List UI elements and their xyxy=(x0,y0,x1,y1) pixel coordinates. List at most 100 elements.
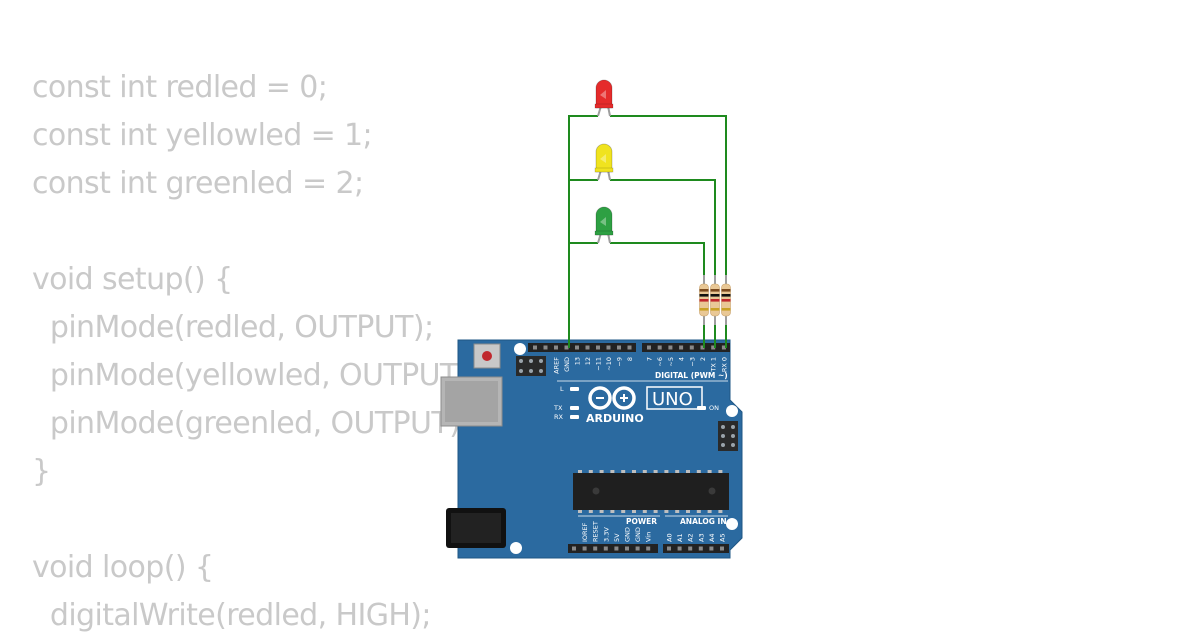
header-pin[interactable] xyxy=(625,546,629,551)
pin-label: A5 xyxy=(719,533,727,542)
power-header xyxy=(568,544,658,553)
pin-label: A2 xyxy=(687,533,695,542)
pin-label: ~9 xyxy=(616,357,624,367)
code-line: } xyxy=(32,454,51,489)
header-pin[interactable] xyxy=(667,546,671,551)
led-red[interactable] xyxy=(594,79,614,117)
pin-label: 7 xyxy=(646,357,654,361)
code-line: digitalWrite(redled, HIGH); xyxy=(32,598,432,633)
header-pin[interactable] xyxy=(679,345,684,350)
header-pin[interactable] xyxy=(711,345,716,350)
wire-yellow-led xyxy=(610,179,716,277)
code-line: pinMode(redled, OUTPUT); xyxy=(32,310,434,345)
led-yellow[interactable] xyxy=(594,143,614,181)
pin-label: RESET xyxy=(592,521,600,542)
resistor[interactable] xyxy=(721,275,731,325)
pin-label: 4 xyxy=(678,357,686,361)
header-pin[interactable] xyxy=(606,345,611,350)
reset-button[interactable] xyxy=(473,343,501,369)
header-pin[interactable] xyxy=(585,345,590,350)
pin-label: GND xyxy=(634,527,642,542)
header-pin[interactable] xyxy=(647,345,651,350)
arduino-logo xyxy=(588,386,636,410)
code-line: pinMode(yellowled, OUTPUT); xyxy=(32,358,479,393)
model-box xyxy=(646,386,703,410)
header-pin[interactable] xyxy=(596,345,600,350)
led-on-label: ON xyxy=(709,404,719,412)
header-pin[interactable] xyxy=(603,546,608,551)
pin-label: AREF xyxy=(553,357,561,374)
pin-label: ~11 xyxy=(595,357,603,371)
led-rx-label: RX xyxy=(554,413,564,421)
analog-header xyxy=(663,544,729,553)
code-line: void loop() { xyxy=(32,550,214,585)
header-pin[interactable] xyxy=(617,345,621,350)
header-pin[interactable] xyxy=(720,546,724,551)
wire-red-led xyxy=(610,115,727,277)
pin-label: 3.3V xyxy=(602,527,610,542)
gnd-wire xyxy=(568,115,598,348)
header-pin[interactable] xyxy=(721,345,726,350)
mounting-hole xyxy=(726,518,738,530)
leds xyxy=(594,79,614,244)
header-pin[interactable] xyxy=(533,345,537,350)
icsp-header-right xyxy=(718,421,738,451)
digital-header-label: DIGITAL (PWM ~) xyxy=(655,371,728,380)
code-line: const int yellowled = 1; xyxy=(32,118,373,153)
header-pin[interactable] xyxy=(700,345,705,350)
pin-label: 8 xyxy=(626,357,634,361)
led-l-label: L xyxy=(560,385,564,393)
header-pin[interactable] xyxy=(554,345,558,350)
header-pin[interactable] xyxy=(582,546,587,551)
wire-green-led xyxy=(610,242,705,277)
pin-label: 2 xyxy=(699,357,707,361)
code-line: const int redled = 0; xyxy=(32,70,328,105)
header-pin[interactable] xyxy=(564,345,569,350)
pin-label: GND xyxy=(624,527,632,542)
pin-label: ~5 xyxy=(667,357,675,367)
pin-label: GND xyxy=(563,357,571,372)
pin-label: A1 xyxy=(676,533,684,542)
header-pin[interactable] xyxy=(677,546,682,551)
power-header-label: POWER xyxy=(626,517,657,526)
usb-connector[interactable] xyxy=(440,376,503,427)
header-pin[interactable] xyxy=(688,546,693,551)
pin-label: A4 xyxy=(708,533,716,542)
pin-label: A3 xyxy=(697,533,705,542)
mounting-hole xyxy=(510,542,522,554)
model-text: UNO xyxy=(652,389,693,410)
header-pin[interactable] xyxy=(657,345,662,350)
power-jack[interactable] xyxy=(446,508,506,548)
header-pin[interactable] xyxy=(709,546,714,551)
header-pin[interactable] xyxy=(635,546,640,551)
header-pin[interactable] xyxy=(593,546,598,551)
header-pin[interactable] xyxy=(614,546,619,551)
pin-label: 12 xyxy=(584,357,592,365)
microcontroller-chip xyxy=(573,470,729,513)
resistor[interactable] xyxy=(710,275,720,325)
header-pin[interactable] xyxy=(543,345,548,350)
pin-label: ~3 xyxy=(688,357,696,367)
header-pin[interactable] xyxy=(689,345,694,350)
icsp-header xyxy=(516,356,546,376)
resistors xyxy=(699,275,731,325)
header-pin[interactable] xyxy=(575,345,579,350)
led-tx-label: TX xyxy=(553,404,563,412)
resistor[interactable] xyxy=(699,275,709,325)
pin-label: ~6 xyxy=(656,357,664,367)
header-pin[interactable] xyxy=(627,345,632,350)
header-pin[interactable] xyxy=(572,546,576,551)
code-line: void setup() { xyxy=(32,262,233,297)
pin-label: 5V xyxy=(613,533,621,542)
header-pin[interactable] xyxy=(668,345,673,350)
code-line: const int greenled = 2; xyxy=(32,166,364,201)
led-green[interactable] xyxy=(594,206,614,244)
pin-label: TX 1 xyxy=(710,357,718,373)
mounting-hole xyxy=(514,343,526,355)
pin-label: 13 xyxy=(574,357,582,365)
header-pin[interactable] xyxy=(646,546,651,551)
pin-label: ~10 xyxy=(605,357,613,371)
header-pin[interactable] xyxy=(698,546,703,551)
